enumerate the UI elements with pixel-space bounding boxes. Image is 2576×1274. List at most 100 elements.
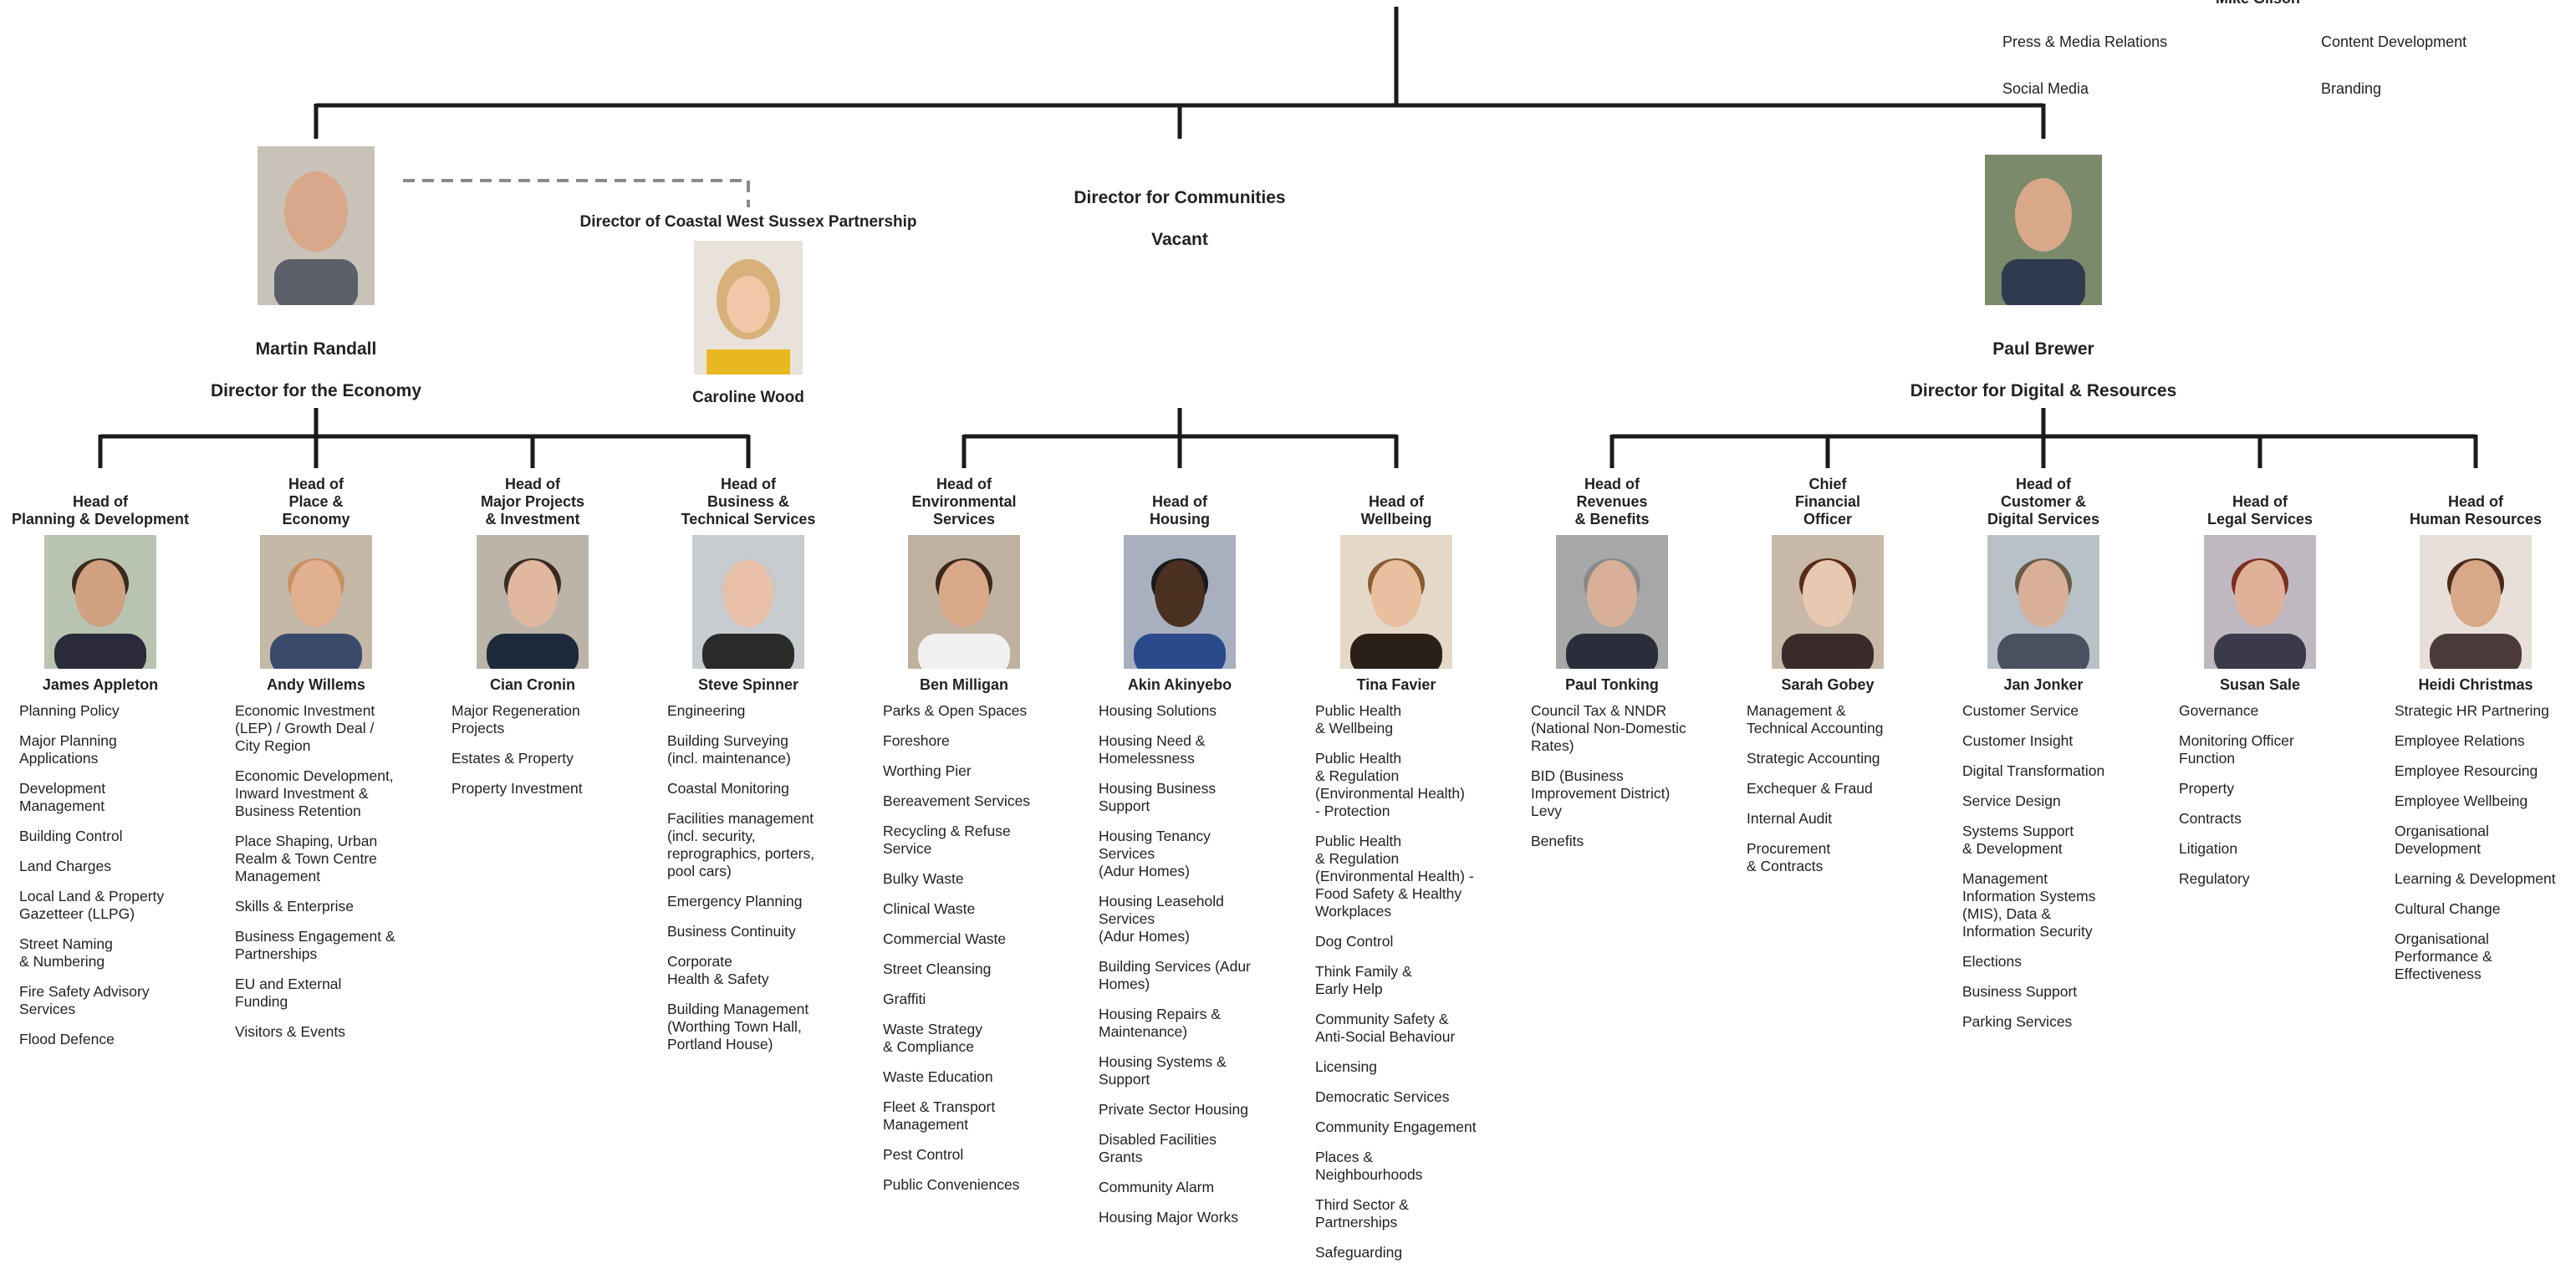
service-item: Regulatory xyxy=(2179,870,2250,887)
service-item: Business Engagement & Partnerships xyxy=(235,928,395,962)
director-economy-label: Martin Randall Director for the Economy xyxy=(149,318,483,422)
head-name: James Appleton xyxy=(42,676,159,693)
service-item: Clinical Waste xyxy=(883,900,976,917)
head-name: Heidi Christmas xyxy=(2418,676,2533,693)
service-item: Contracts xyxy=(2179,810,2242,827)
service-item: Pest Control xyxy=(883,1146,964,1163)
head-name: Cian Cronin xyxy=(490,676,575,693)
service-item: Litigation xyxy=(2179,840,2238,857)
service-item: Governance xyxy=(2179,702,2259,719)
head-name: Ben Milligan xyxy=(919,676,1008,693)
service-item: Waste Strategy & Compliance xyxy=(883,1021,982,1055)
service-item: Internal Audit xyxy=(1747,810,1833,827)
head-title: Head of Housing xyxy=(1150,493,1210,527)
service-item: Fire Safety Advisory Services xyxy=(19,983,150,1017)
director-status: Vacant xyxy=(1151,230,1208,249)
service-item: Business Support xyxy=(1962,983,2078,1000)
director-name: Martin Randall xyxy=(255,339,377,359)
service-item: Dog Control xyxy=(1315,933,1394,950)
director-digital-photo xyxy=(1985,155,2102,305)
service-item: Housing Repairs & Maintenance) xyxy=(1099,1006,1221,1040)
service-item: Management & Technical Accounting xyxy=(1747,702,1884,736)
head-photo xyxy=(2204,535,2316,669)
head-photo xyxy=(44,535,156,669)
head-photo xyxy=(1772,535,1884,669)
service-item: Major Planning Applications xyxy=(19,732,117,767)
service-item: Organisational Development xyxy=(2395,823,2489,857)
top-services-left: Press & Media Relations Social Media xyxy=(2002,7,2167,124)
service-item: EU and External Funding xyxy=(235,976,342,1010)
service-item: Monitoring Officer Function xyxy=(2179,732,2294,767)
service-item: Commercial Waste xyxy=(883,930,1007,947)
service-item: Emergency Planning xyxy=(667,893,803,910)
service-item: Think Family & Early Help xyxy=(1315,963,1412,997)
head-title: Head of Business & Technical Services xyxy=(681,476,816,527)
head-name: Susan Sale xyxy=(2219,676,2301,693)
service-item: Housing Solutions xyxy=(1099,702,1217,719)
service-item: Procurement & Contracts xyxy=(1747,840,1831,874)
service-item: Planning Policy xyxy=(19,702,120,719)
service-item: Community Engagement xyxy=(1315,1119,1477,1135)
service-list: Council Tax & NNDR (National Non-Domesti… xyxy=(1507,702,1716,850)
service-item: Facilities management (incl. security, r… xyxy=(667,810,815,879)
service-item: Social Media xyxy=(2002,80,2089,97)
service-item: Street Cleansing xyxy=(883,961,992,977)
service-item: Parking Services xyxy=(1962,1013,2073,1030)
service-item: Public Health & Regulation (Environmenta… xyxy=(1315,750,1465,819)
service-item: Development Management xyxy=(19,780,106,814)
service-item: Council Tax & NNDR (National Non-Domesti… xyxy=(1531,702,1686,754)
service-item: Branding xyxy=(2321,80,2382,97)
head-photo xyxy=(1556,535,1668,669)
service-item: Street Naming & Numbering xyxy=(19,935,113,970)
service-item: Graffiti xyxy=(883,991,926,1007)
head-name: Andy Willems xyxy=(267,676,365,693)
head-title: Head of Major Projects & Investment xyxy=(480,476,585,527)
head-title: Head of Customer & Digital Services xyxy=(1987,476,2100,527)
service-item: Building Surveying (incl. maintenance) xyxy=(667,732,791,767)
service-item: Customer Insight xyxy=(1962,732,2074,749)
head-name: Akin Akinyebo xyxy=(1127,676,1232,693)
service-item: Building Management (Worthing Town Hall,… xyxy=(667,1001,809,1052)
head-photo xyxy=(692,535,804,669)
service-item: Learning & Development xyxy=(2395,870,2556,887)
service-item: Public Conveniences xyxy=(883,1176,1020,1193)
service-item: Systems Support & Development xyxy=(1962,823,2074,857)
director-name: Paul Brewer xyxy=(1992,339,2094,359)
service-item: Housing Tenancy Services (Adur Homes) xyxy=(1099,828,1211,879)
head-title: Chief Financial Officer xyxy=(1794,476,1861,527)
service-item: Management Information Systems (MIS), Da… xyxy=(1962,870,2096,940)
service-item: Employee Wellbeing xyxy=(2395,792,2528,809)
service-item: Private Sector Housing xyxy=(1099,1101,1248,1118)
coastal-director-title: Director of Coastal West Sussex Partners… xyxy=(579,213,917,231)
head-photo xyxy=(1124,535,1236,669)
service-item: Local Land & Property Gazetteer (LLPG) xyxy=(19,888,165,922)
service-item: Visitors & Events xyxy=(235,1023,345,1040)
service-item: Bulky Waste xyxy=(883,870,964,887)
service-item: Housing Systems & Support xyxy=(1099,1053,1227,1088)
service-item: Digital Transformation xyxy=(1962,762,2105,779)
service-item: Community Alarm xyxy=(1099,1179,1215,1195)
service-item: Disabled Facilities Grants xyxy=(1099,1131,1217,1165)
director-digital-label: Paul Brewer Director for Digital & Resou… xyxy=(1876,318,2211,422)
service-item: Economic Investment (LEP) / Growth Deal … xyxy=(235,702,375,754)
head-name: Steve Spinner xyxy=(697,676,799,693)
service-item: Economic Development, Inward Investment … xyxy=(235,767,394,819)
director-title: Director for Communities xyxy=(1074,188,1286,207)
head-title: Head of Place & Economy xyxy=(282,476,350,527)
service-item: Estates & Property xyxy=(451,750,574,767)
cut-off-person-name: Mike Gilson xyxy=(2216,0,2300,8)
service-item: Waste Education xyxy=(883,1068,993,1085)
service-item: Land Charges xyxy=(19,858,111,874)
